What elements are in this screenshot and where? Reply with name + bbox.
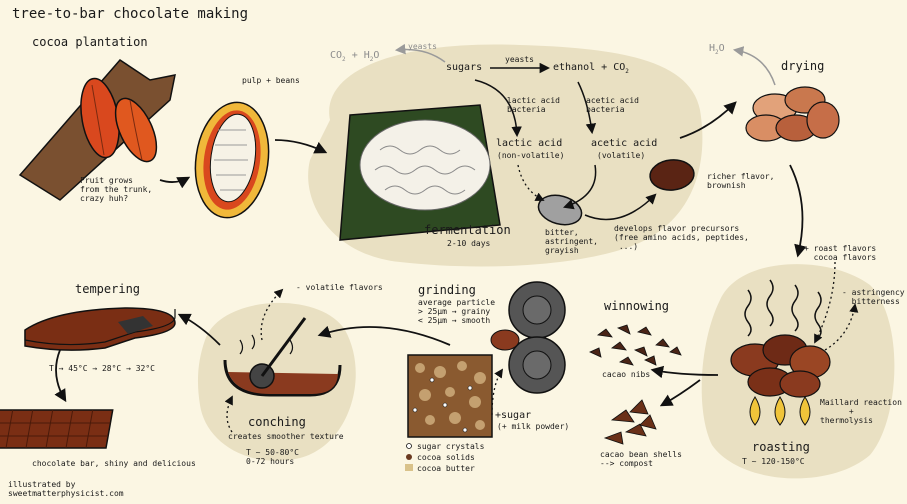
drying-title: drying — [781, 59, 825, 73]
lactic-note: (non-volatile) — [497, 151, 565, 160]
roasting-temp: T ~ 120-150°C — [742, 457, 805, 466]
dried-beans-icon — [745, 86, 840, 142]
conching-texture: creates smoother texture — [228, 432, 344, 441]
cacao-nibs-icon — [589, 324, 682, 366]
legend-cocoa-butter: cocoa butter — [417, 464, 475, 473]
volatile-label: - volatile flavors — [296, 283, 383, 292]
open-pod-icon — [194, 101, 270, 219]
dotted-arrow-astringency — [824, 303, 859, 351]
lactic-acid-label: lactic acid — [496, 138, 563, 149]
conche-icon — [223, 317, 342, 397]
grinding-particle-label: average particle > 25µm → grainy < 25µm … — [418, 298, 496, 326]
acetic-note: (volatile) — [597, 151, 646, 160]
tempering-slab-icon — [24, 307, 176, 351]
diagram-title: tree-to-bar chocolate making — [12, 6, 249, 22]
grinder-rollers-icon — [490, 281, 566, 394]
pod-label: pulp + beans — [242, 76, 300, 85]
tempering-temps: T → 45°C → 28°C → 32°C — [49, 364, 155, 373]
legend-sugar-crystals: sugar crystals — [417, 442, 485, 451]
acetic-bacteria-label: acetic acid bacteria — [586, 96, 639, 115]
sugars-label: sugars — [446, 62, 483, 73]
roast-adds-label: + roast flavors cocoa flavors — [804, 244, 877, 263]
yeasts-left-label: yeasts — [408, 42, 437, 51]
reaction-arrows — [474, 62, 657, 221]
particle-box-icon — [407, 354, 493, 438]
dotted-arrow-volatile — [260, 288, 284, 341]
conching-temp: T ~ 50-80°C 0-72 hours — [246, 448, 299, 467]
fermentation-duration: 2-10 days — [447, 239, 491, 248]
cocoa-pod-icon — [80, 77, 158, 163]
yeasts-right-label: yeasts — [505, 55, 534, 64]
legend-cocoa-solids: cocoa solids — [417, 453, 475, 462]
milk-label: (+ milk powder) — [497, 422, 570, 431]
credit: illustrated by sweetmatterphysicist.com — [8, 480, 124, 499]
plantation-title: cocoa plantation — [32, 35, 148, 49]
chocolate-bar-icon — [0, 409, 114, 449]
shells-label: cacao bean shells --> compost — [600, 450, 682, 469]
brown-bean-icon — [649, 159, 695, 191]
precursors-label: develops flavor precursors (free amino a… — [614, 224, 749, 252]
richer-flavor-label: richer flavor, brownish — [707, 172, 775, 191]
dotted-arrow-lactic — [517, 164, 545, 201]
roasting-title: roasting — [752, 440, 810, 454]
sugar-label: +sugar — [495, 410, 532, 421]
plantation-note: Fruit grows from the trunk, crazy huh? — [80, 176, 153, 204]
bitter-label: bitter, astringent, grayish — [545, 228, 598, 256]
nibs-label: cacao nibs — [602, 370, 651, 379]
ethanol-label: ethanol + CO2 — [553, 62, 629, 75]
roast-removes-label: - astringency bitterness — [842, 288, 905, 307]
tempering-title: tempering — [75, 282, 141, 296]
dotted-arrow-sugar — [491, 368, 504, 416]
fermentation-pile-icon — [339, 104, 501, 241]
gray-arrow-water — [732, 46, 776, 86]
fermentation-title: fermentation — [424, 223, 511, 237]
acetic-acid-label: acetic acid — [591, 138, 658, 149]
flame-icon — [749, 396, 811, 426]
flow-arrows — [54, 101, 807, 407]
roast-reaction-label: Maillard reaction + thermolysis — [820, 398, 902, 426]
grinding-legend-swatches — [405, 443, 413, 471]
conching-title: conching — [248, 415, 306, 429]
dotted-arrow-roast — [814, 261, 836, 344]
steam-icon — [744, 279, 822, 339]
roasting-beans-icon — [730, 334, 831, 398]
winnowing-title: winnowing — [604, 299, 670, 313]
co2-h2o-label: CO2 + H2O — [330, 50, 380, 63]
water-label: H2O — [709, 43, 725, 56]
cacao-shells-icon — [603, 399, 657, 445]
gray-arrow-yeasts — [394, 43, 446, 63]
lactic-bacteria-label: lactic acid bacteria — [507, 96, 560, 115]
grinding-title: grinding — [418, 283, 476, 297]
chocolate-bar-label: chocolate bar, shiny and delicious — [32, 459, 196, 468]
